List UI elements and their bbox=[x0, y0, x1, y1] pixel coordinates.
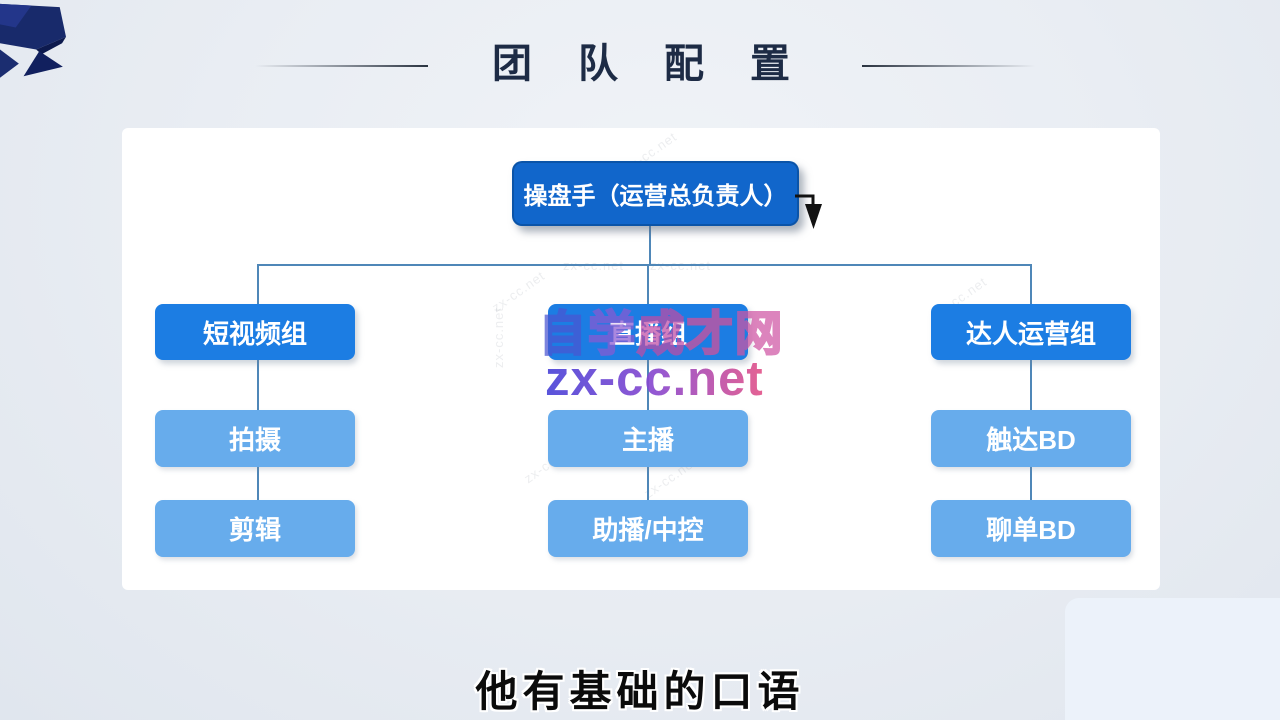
connector-left-1 bbox=[257, 360, 259, 410]
faint-watermark: zx-cc.net bbox=[491, 306, 507, 369]
org-box-assistant: 助播/中控 bbox=[548, 500, 748, 557]
org-box-root: 操盘手（运营总负责人） bbox=[512, 161, 799, 226]
org-box-group-influencer: 达人运营组 bbox=[931, 304, 1131, 360]
connector-root-drop bbox=[649, 222, 651, 265]
org-box-anchor: 主播 bbox=[548, 410, 748, 467]
org-box-outreach-bd: 触达BD bbox=[931, 410, 1131, 467]
connector-mid-2 bbox=[647, 466, 649, 501]
title-divider-right bbox=[862, 65, 1035, 67]
org-box-group-live: 直播组 bbox=[548, 304, 748, 360]
connector-main-horizontal bbox=[257, 264, 1032, 266]
corner-ribbon-graphic bbox=[0, 3, 66, 78]
subtitle-caption: 他有基础的口语 bbox=[475, 670, 805, 716]
connector-mid-1 bbox=[647, 360, 649, 410]
watermark-brand: 自学成才网 bbox=[538, 307, 784, 360]
connector-right-2 bbox=[1030, 466, 1032, 501]
watermark-site: zx-cc.net bbox=[545, 352, 764, 406]
org-box-deal-bd: 聊单BD bbox=[931, 500, 1131, 557]
connector-right-1 bbox=[1030, 360, 1032, 410]
connector-left-2 bbox=[257, 466, 259, 501]
connector-drop-right bbox=[1030, 264, 1032, 305]
org-box-shooting: 拍摄 bbox=[155, 410, 355, 467]
org-box-group-short-video: 短视频组 bbox=[155, 304, 355, 360]
corner-panel bbox=[1065, 598, 1280, 720]
connector-drop-left bbox=[257, 264, 259, 305]
pointer-arrow-icon bbox=[795, 194, 822, 229]
connector-drop-mid bbox=[647, 264, 649, 305]
title-divider-left bbox=[255, 65, 428, 67]
page-title: 团队配置 bbox=[492, 41, 836, 86]
org-box-editing: 剪辑 bbox=[155, 500, 355, 557]
